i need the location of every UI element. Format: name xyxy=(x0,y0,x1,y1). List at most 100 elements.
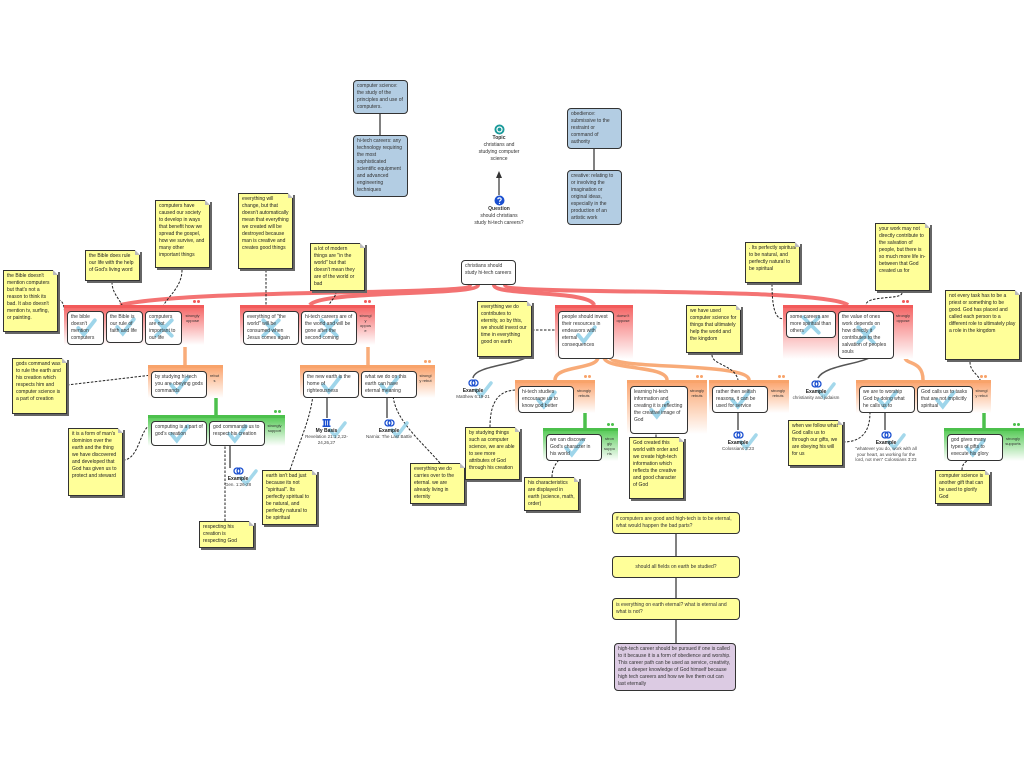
question-label: Question xyxy=(488,206,510,212)
note[interactable]: earth isn't bad just because its not "sp… xyxy=(262,470,317,525)
note[interactable]: . Its perfectly spiritual to be natural,… xyxy=(745,242,800,283)
note[interactable]: not every task has to be a priest or som… xyxy=(945,290,1020,360)
claim-box[interactable]: god gives many types of gifts to execute… xyxy=(947,434,1003,461)
definition-box[interactable]: creative: relating to or involving the i… xyxy=(567,170,622,225)
note[interactable]: your work may not directly contribute to… xyxy=(875,223,930,291)
claim-text: God calls us to tasks that are not impli… xyxy=(921,389,968,409)
conclusion-text: high-tech career should be pursued if on… xyxy=(618,646,731,687)
group-label: doesn't oppose xyxy=(616,313,630,323)
note[interactable]: the Bible does rule our life with the he… xyxy=(85,250,140,281)
claim-box[interactable]: some careers are more spiritual than oth… xyxy=(786,311,836,338)
strength-dots-icon xyxy=(364,300,371,303)
note[interactable]: everything we do carries over to the ete… xyxy=(410,463,465,504)
question-node[interactable]: Question should christians study hi-tech… xyxy=(474,195,524,227)
note[interactable]: the Bible doesn't mention computers but … xyxy=(3,270,58,332)
example-reference: Matthew 6:19-21 xyxy=(456,394,490,399)
definition-box[interactable]: hi-tech careers: any technology requirin… xyxy=(353,135,408,197)
main-claim[interactable]: christians should study hi-tech careers xyxy=(461,260,516,285)
rebut-group: rather then selfish reasons, it can be u… xyxy=(709,375,789,413)
note[interactable]: respecting his creation is respecting Go… xyxy=(199,521,254,548)
claim-box[interactable]: rather then selfish reasons, it can be u… xyxy=(712,386,768,413)
claim-box[interactable]: by studying hi-tech you are obeying gods… xyxy=(151,371,207,398)
example-label: Example xyxy=(875,440,897,446)
question-text: is everything on earth eternal? what is … xyxy=(616,602,727,615)
claim-box[interactable]: hi-tech studies encourage us to know god… xyxy=(518,386,574,413)
claim-box[interactable]: everything of "the world" will be consum… xyxy=(243,311,299,345)
rebut-group: learning hi-tech information and creatin… xyxy=(627,375,707,434)
question-box[interactable]: should all fields on earth be studied? xyxy=(612,556,740,578)
note[interactable]: everything will change, but that doesn't… xyxy=(238,193,293,269)
note[interactable]: gods command was to rule the earth and h… xyxy=(12,358,67,414)
claim-box[interactable]: hi-tech careers are of the world and wil… xyxy=(301,311,357,345)
claim-box[interactable]: what we do on this earth can have eterna… xyxy=(361,371,417,398)
strength-dots-icon xyxy=(274,410,281,413)
note[interactable]: we have used computer science for things… xyxy=(686,305,741,353)
example-label: Example xyxy=(378,428,400,434)
basis-icon xyxy=(322,419,331,427)
note[interactable]: a lot of modern things are "in the world… xyxy=(310,243,365,291)
claim-text: some careers are more spiritual than oth… xyxy=(790,314,832,334)
claim-box[interactable]: the Bible is our rule of faith and life xyxy=(106,311,143,343)
note[interactable]: God created this world with order and we… xyxy=(629,437,684,499)
example-label: My Basis xyxy=(315,428,338,434)
claim-box[interactable]: computing is a part of god's creation xyxy=(151,421,207,446)
claim-box[interactable]: God calls us to tasks that are not impli… xyxy=(917,386,973,413)
question-text: should all fields on earth be studied? xyxy=(635,563,717,570)
example-reference: Colossians 3:23 xyxy=(721,446,755,451)
strength-dots-icon xyxy=(980,375,987,378)
claim-box[interactable]: we are to worship God by doing what he c… xyxy=(859,386,915,413)
group-label: strongly support xyxy=(267,423,282,433)
strength-dots-icon xyxy=(193,300,200,303)
claim-text: people should invest their resources in … xyxy=(562,314,608,348)
claim-box[interactable]: learning hi-tech information and creatin… xyxy=(630,386,688,434)
check-icon xyxy=(887,433,906,451)
claim-text: by studying hi-tech you are obeying gods… xyxy=(155,374,203,394)
note[interactable]: his characteristics are displayed in ear… xyxy=(524,477,579,511)
claim-text: computers are not important to our life xyxy=(149,314,176,341)
definition-box[interactable]: obedience: submissive to the restraint o… xyxy=(567,108,622,149)
claim-text: god gives many types of gifts to execute… xyxy=(951,437,989,457)
claim-box[interactable]: computers are not important to our life xyxy=(145,311,182,345)
example-label: Example xyxy=(727,440,749,446)
claim-text: the new earth is the home of righteousne… xyxy=(307,374,351,394)
check-icon xyxy=(327,421,347,439)
example-node[interactable]: Example"whatever you do, work with all y… xyxy=(855,430,917,463)
conclusion-box[interactable]: high-tech career should be pursued if on… xyxy=(614,643,736,691)
claim-box[interactable]: the new earth is the home of righteousne… xyxy=(303,371,359,398)
note[interactable]: everything we do contributes to eternity… xyxy=(477,301,532,357)
claim-box[interactable]: the bible doesn't mention computers xyxy=(67,311,104,345)
claim-text: everything of "the world" will be consum… xyxy=(247,314,290,341)
strength-dots-icon xyxy=(607,423,614,426)
note[interactable]: by studying things such as computer scie… xyxy=(465,427,520,480)
strength-dots-icon xyxy=(1013,423,1020,426)
claim-text: hi-tech careers are of the world and wil… xyxy=(305,314,353,341)
topic-node[interactable]: Topic christians and studying computer s… xyxy=(474,124,524,163)
check-icon xyxy=(239,469,258,487)
question-box[interactable]: if computers are good and high-tech is t… xyxy=(612,512,740,534)
note[interactable]: when we follow what God calls us to thro… xyxy=(788,420,843,466)
example-icon xyxy=(880,431,892,439)
claim-box[interactable]: we can discover God's character in his w… xyxy=(546,434,602,461)
support-group: god gives many types of gifts to execute… xyxy=(944,423,1024,461)
note[interactable]: computer science is another gift that ca… xyxy=(935,470,990,504)
definition-box[interactable]: computer science: the study of the princ… xyxy=(353,80,408,114)
strength-dots-icon xyxy=(584,375,591,378)
group-label: strongly rebut xyxy=(975,388,988,398)
topic-text: christians and studying computer science xyxy=(478,142,520,162)
question-box[interactable]: is everything on earth eternal? what is … xyxy=(612,598,740,620)
strength-dots-icon xyxy=(696,375,703,378)
claim-box[interactable]: god commands us to respect his creation xyxy=(209,421,265,446)
rebut-group: the new earth is the home of righteousne… xyxy=(300,360,435,398)
claim-box[interactable]: the value of ones work depends on how di… xyxy=(838,311,894,359)
note[interactable]: computers have caused our society to dev… xyxy=(155,200,210,268)
example-icon xyxy=(232,467,244,475)
claim-box[interactable]: people should invest their resources in … xyxy=(558,311,614,359)
note[interactable]: it is a form of man's dominion over the … xyxy=(68,428,123,496)
